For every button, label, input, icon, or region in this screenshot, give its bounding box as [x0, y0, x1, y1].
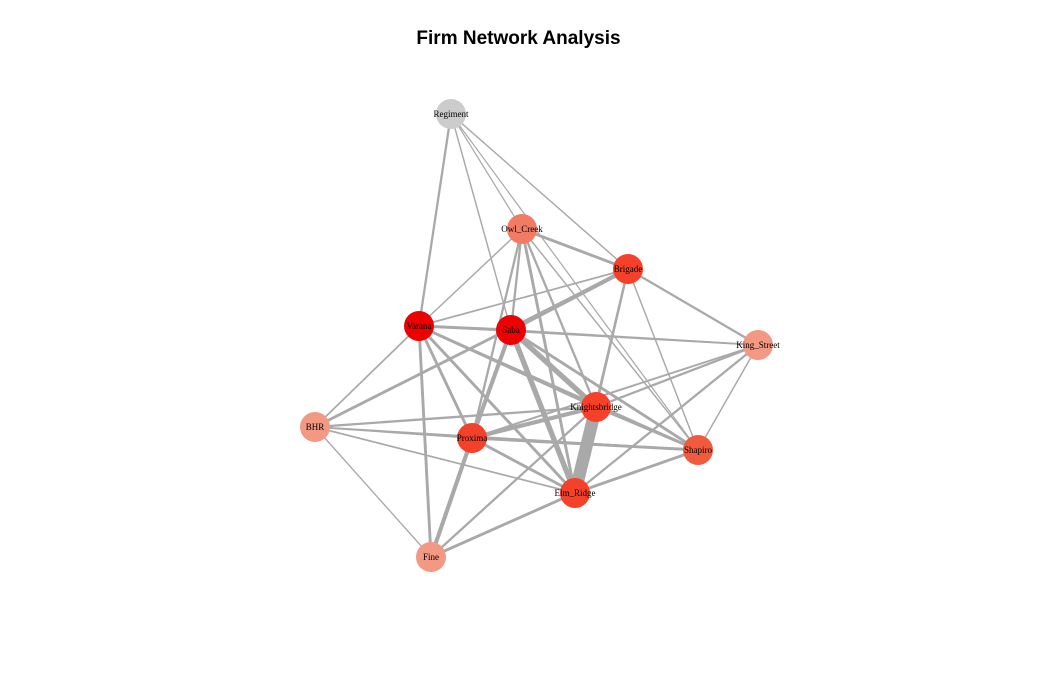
node-label-King_Street: King_Street — [736, 340, 780, 350]
edge-Regiment-Saba — [450, 113, 512, 331]
edge-Varana-Shapiro — [418, 324, 699, 452]
node-Owl_Creek: Owl_Creek — [501, 214, 543, 244]
edge-King_Street-Varana — [418, 325, 759, 346]
node-Varana: Varana — [404, 311, 434, 341]
edge-Regiment-Brigade — [450, 113, 629, 270]
node-label-Brigade: Brigade — [614, 264, 643, 274]
node-circle-Varana — [404, 311, 434, 341]
node-label-Knightsbridge: Knightsbridge — [570, 402, 622, 412]
node-circle-Regiment — [436, 99, 466, 129]
edge-BHR-Brigade — [314, 267, 629, 429]
edge-Saba-Knightsbridge — [509, 328, 598, 409]
node-circle-Proxima — [457, 423, 487, 453]
edge-Owl_Creek-Saba — [509, 228, 524, 331]
edge-King_Street-Proxima — [471, 344, 759, 439]
node-circle-King_Street — [743, 330, 773, 360]
node-circle-Knightsbridge — [581, 392, 611, 422]
edge-BHR-Fine — [314, 426, 432, 558]
edge-Owl_Creek-Shapiro — [521, 228, 699, 451]
node-label-Varana: Varana — [407, 321, 432, 331]
edge-layer — [314, 113, 759, 559]
node-Shapiro: Shapiro — [683, 435, 713, 465]
node-Regiment: Regiment — [434, 99, 469, 129]
node-Fine: Fine — [416, 542, 446, 572]
node-label-Fine: Fine — [423, 552, 439, 562]
edge-Varana-Proxima — [417, 325, 474, 439]
edge-BHR-Knightsbridge — [314, 405, 597, 429]
edge-Regiment-Shapiro — [450, 113, 699, 451]
node-label-BHR: BHR — [306, 422, 325, 432]
edge-Saba-Shapiro — [510, 328, 699, 452]
node-Brigade: Brigade — [613, 254, 643, 284]
edge-Owl_Creek-Varana — [418, 228, 523, 327]
node-circle-Elm_Ridge — [560, 478, 590, 508]
node-label-Proxima: Proxima — [457, 433, 488, 443]
edge-Proxima-Elm_Ridge — [471, 436, 576, 495]
edge-King_Street-Shapiro — [697, 344, 759, 451]
chart-title: Firm Network Analysis — [416, 28, 621, 49]
edge-Brigade-Elm_Ridge — [573, 268, 630, 494]
edge-King_Street-Knightsbridge — [595, 343, 759, 409]
node-label-Regiment: Regiment — [434, 109, 469, 119]
edge-Proxima-Knightsbridge — [471, 405, 597, 440]
edge-Fine-Knightsbridge — [430, 406, 597, 558]
node-Proxima: Proxima — [457, 423, 488, 453]
node-BHR: BHR — [300, 412, 330, 442]
node-Saba: Saba — [496, 315, 526, 345]
node-circle-BHR — [300, 412, 330, 442]
edge-Regiment-Owl_Creek — [450, 113, 523, 230]
node-label-Saba: Saba — [502, 325, 520, 335]
edge-BHR-Varana — [314, 325, 420, 428]
edge-Fine-Elm_Ridge — [430, 491, 576, 559]
edge-Brigade-Varana — [418, 268, 629, 327]
edge-King_Street-Brigade — [627, 268, 759, 346]
node-King_Street: King_Street — [736, 330, 780, 360]
node-circle-Fine — [416, 542, 446, 572]
node-circle-Brigade — [613, 254, 643, 284]
edge-Owl_Creek-Brigade — [521, 227, 629, 271]
node-circle-Saba — [496, 315, 526, 345]
node-label-Elm_Ridge: Elm_Ridge — [555, 488, 596, 498]
node-circle-Shapiro — [683, 435, 713, 465]
edge-Brigade-Shapiro — [627, 268, 699, 451]
node-Knightsbridge: Knightsbridge — [570, 392, 622, 422]
edge-BHR-Elm_Ridge — [314, 426, 576, 494]
edge-Owl_Creek-Elm_Ridge — [520, 228, 577, 494]
edge-Elm_Ridge-Shapiro — [574, 448, 699, 495]
edge-Varana-Elm_Ridge — [417, 325, 577, 494]
edge-Regiment-Varana — [417, 113, 453, 327]
node-Elm_Ridge: Elm_Ridge — [555, 478, 596, 508]
node-label-Shapiro: Shapiro — [684, 445, 712, 455]
node-circle-Owl_Creek — [507, 214, 537, 244]
node-label-Owl_Creek: Owl_Creek — [501, 224, 543, 234]
edge-King_Street-Elm_Ridge — [574, 344, 759, 494]
edge-Varana-Fine — [417, 325, 433, 558]
